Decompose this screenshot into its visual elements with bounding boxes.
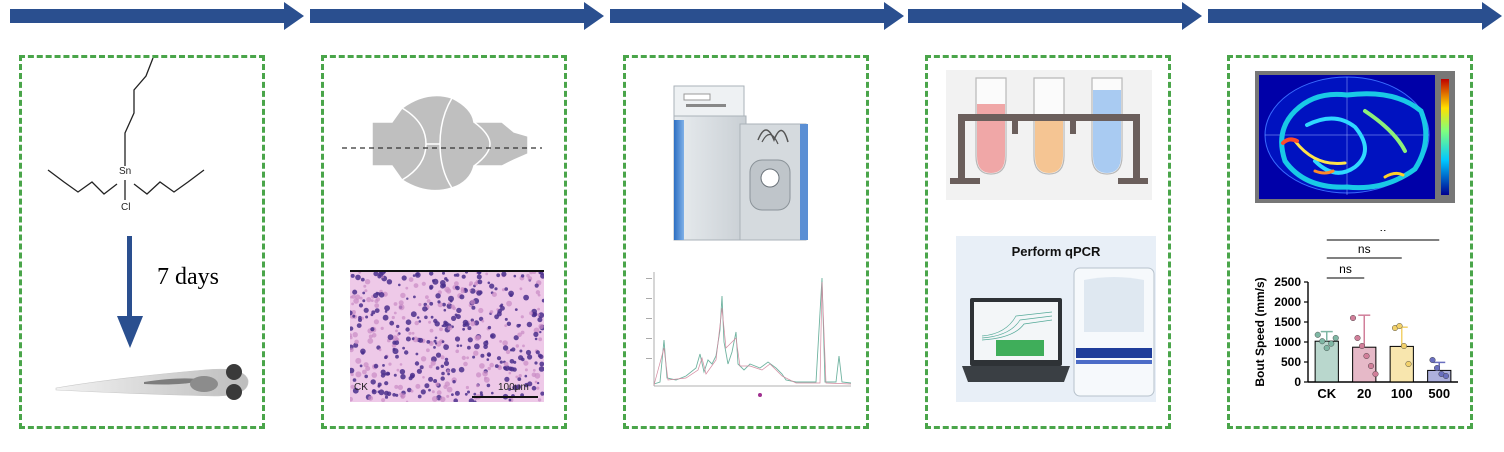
panel-histology: CK 100μm <box>321 55 567 429</box>
tributyltin-chloride-structure <box>47 58 205 200</box>
significance-label: ns <box>1339 262 1352 276</box>
bout-speed-bar-chart: 0 500 1000 1500 2000 2500 Bout Speed (mm/s) CK 2… <box>1253 230 1458 401</box>
brain-outline-icon <box>342 94 542 192</box>
data-point <box>1319 338 1326 345</box>
data-point <box>1363 352 1370 359</box>
significance-label: ns <box>1358 242 1371 256</box>
data-point <box>1405 360 1412 367</box>
data-point <box>1442 372 1449 379</box>
panel-exposure: Sn Cl 7 days <box>19 55 265 429</box>
panel-mass-spectrometry <box>623 55 869 429</box>
data-point <box>1367 362 1374 369</box>
mass-spectrometer-icon <box>673 85 808 241</box>
workflow-arrow-3 <box>610 2 904 30</box>
qpcr-title: Perform qPCR <box>1011 244 1101 259</box>
data-point <box>1400 342 1407 349</box>
scale-bar-label: 100μm <box>498 382 529 393</box>
data-point <box>1372 370 1379 377</box>
y-tick-label: 2000 <box>1274 295 1301 309</box>
histology-image: CK 100μm <box>350 270 544 402</box>
data-point <box>1358 342 1365 349</box>
data-point <box>1429 356 1436 363</box>
sn-atom-label: Sn <box>119 166 132 177</box>
x-tick-label: 100 <box>1391 386 1413 401</box>
x-tick-label: 500 <box>1428 386 1450 401</box>
chromatogram-image <box>646 272 852 397</box>
workflow-arrow-5 <box>1208 2 1502 30</box>
y-tick-label: 2500 <box>1274 275 1301 289</box>
significance-label: * <box>1379 230 1387 243</box>
data-point <box>1314 331 1321 338</box>
data-point <box>1396 322 1403 329</box>
y-tick-label: 1500 <box>1274 315 1301 329</box>
workflow-arrow-4 <box>908 2 1202 30</box>
x-tick-label: CK <box>1317 386 1336 401</box>
data-point <box>1328 340 1335 347</box>
data-point <box>1332 334 1339 341</box>
panel-qpcr: Perform qPCR <box>925 55 1171 429</box>
panel-behavior: 0 500 1000 1500 2000 2500 Bout Speed (mm/s) CK 2… <box>1227 55 1473 429</box>
data-point <box>1354 334 1361 341</box>
x-tick-label: 20 <box>1357 386 1371 401</box>
zebrafish-larva-icon <box>55 364 249 400</box>
scale-bar <box>472 396 538 398</box>
data-point <box>1433 364 1440 371</box>
cl-atom-label: Cl <box>121 202 131 213</box>
y-tick-label: 0 <box>1294 375 1301 389</box>
workflow-arrow-1 <box>10 2 304 30</box>
heatmap-trajectory-image <box>1255 71 1455 203</box>
test-tube-rack-icon <box>946 70 1152 200</box>
bar-CK <box>1314 340 1339 383</box>
y-axis-label: Bout Speed (mm/s) <box>1253 277 1267 386</box>
section-group-label: CK <box>354 382 368 393</box>
down-arrow-icon <box>117 236 143 348</box>
qpcr-instrument-image: Perform qPCR <box>956 236 1156 402</box>
y-tick-label: 500 <box>1281 355 1301 369</box>
data-point <box>1349 314 1356 321</box>
y-tick-label: 1000 <box>1274 335 1301 349</box>
data-point <box>1323 344 1330 351</box>
workflow-arrow-2 <box>310 2 604 30</box>
exposure-duration-label: 7 days <box>157 264 219 290</box>
